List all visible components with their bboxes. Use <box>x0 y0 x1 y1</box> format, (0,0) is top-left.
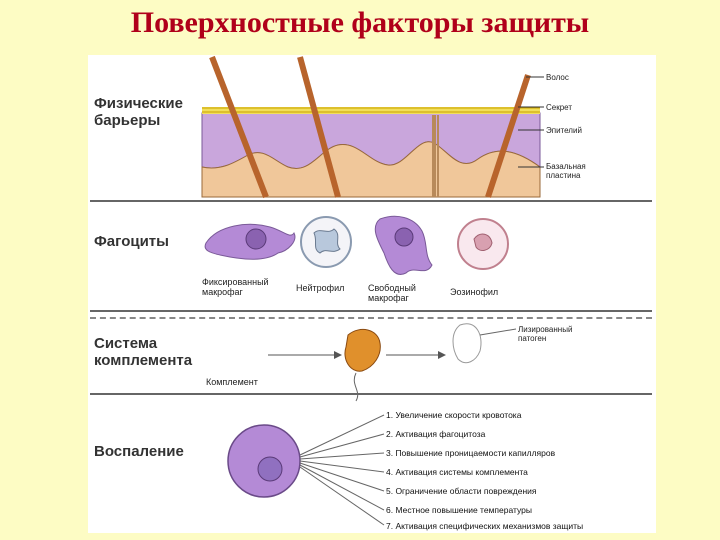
caption-complement: Комплемент <box>206 377 258 387</box>
barrier-label-epithelium: Эпителий <box>546 126 582 135</box>
section-divider <box>90 310 652 312</box>
label-complement-system: Система комплемента <box>94 335 193 369</box>
label-physical-barriers: Физические барьеры <box>94 95 183 129</box>
lysed-pathogen <box>452 323 482 364</box>
page-title: Поверхностные факторы защиты <box>130 6 590 39</box>
barrier-label-hair: Волос <box>546 73 569 82</box>
complement-target-pathogen <box>344 328 381 372</box>
label-phagocytes: Фагоциты <box>94 233 169 250</box>
section-divider <box>90 317 652 319</box>
caption-eosinophil: Эозинофил <box>450 287 499 297</box>
barrier-label-secretion: Секрет <box>546 103 573 112</box>
barrier-label-basal-lamina: Базальная пластина <box>546 162 586 180</box>
mast-cell-nucleus <box>257 456 283 482</box>
caption-free-macrophage: Свободный макрофаг <box>368 283 416 303</box>
fixed-macrophage-nucleus <box>245 228 267 250</box>
caption-lysed-pathogen: Лизированный патоген <box>518 325 573 343</box>
secretion-layer <box>202 107 540 114</box>
hair-2 <box>297 56 341 198</box>
inflammation-item-6: 6. Местное повышение температуры <box>386 505 532 515</box>
section-divider <box>90 393 652 395</box>
eosinophil-nucleus <box>473 233 493 251</box>
diagram-panel: Физические барьеры Фагоциты Система комп… <box>88 55 656 533</box>
connective-tissue <box>201 141 541 198</box>
inflammation-item-1: 1. Увеличение скорости кровотока <box>386 410 522 420</box>
inflammation-item-7: 7. Активация специфических механизмов за… <box>386 521 584 531</box>
neutrophil-nucleus <box>313 228 341 254</box>
inflammation-item-4: 4. Активация системы комплемента <box>386 467 528 477</box>
inflammation-item-5: 5. Ограничение области повреждения <box>386 486 537 496</box>
hair-3 <box>485 74 531 198</box>
caption-neutrophil: Нейтрофил <box>296 283 345 293</box>
free-macrophage-nucleus <box>394 227 414 247</box>
caption-fixed-macrophage: Фиксированный макрофаг <box>202 277 269 297</box>
hair-1 <box>209 55 269 199</box>
label-inflammation: Воспаление <box>94 443 184 460</box>
diagram-graphics <box>201 55 544 526</box>
inflammation-item-3: 3. Повышение проницаемости капилляров <box>386 448 556 458</box>
inflammation-item-2: 2. Активация фагоцитоза <box>386 429 486 439</box>
section-divider <box>90 200 652 202</box>
